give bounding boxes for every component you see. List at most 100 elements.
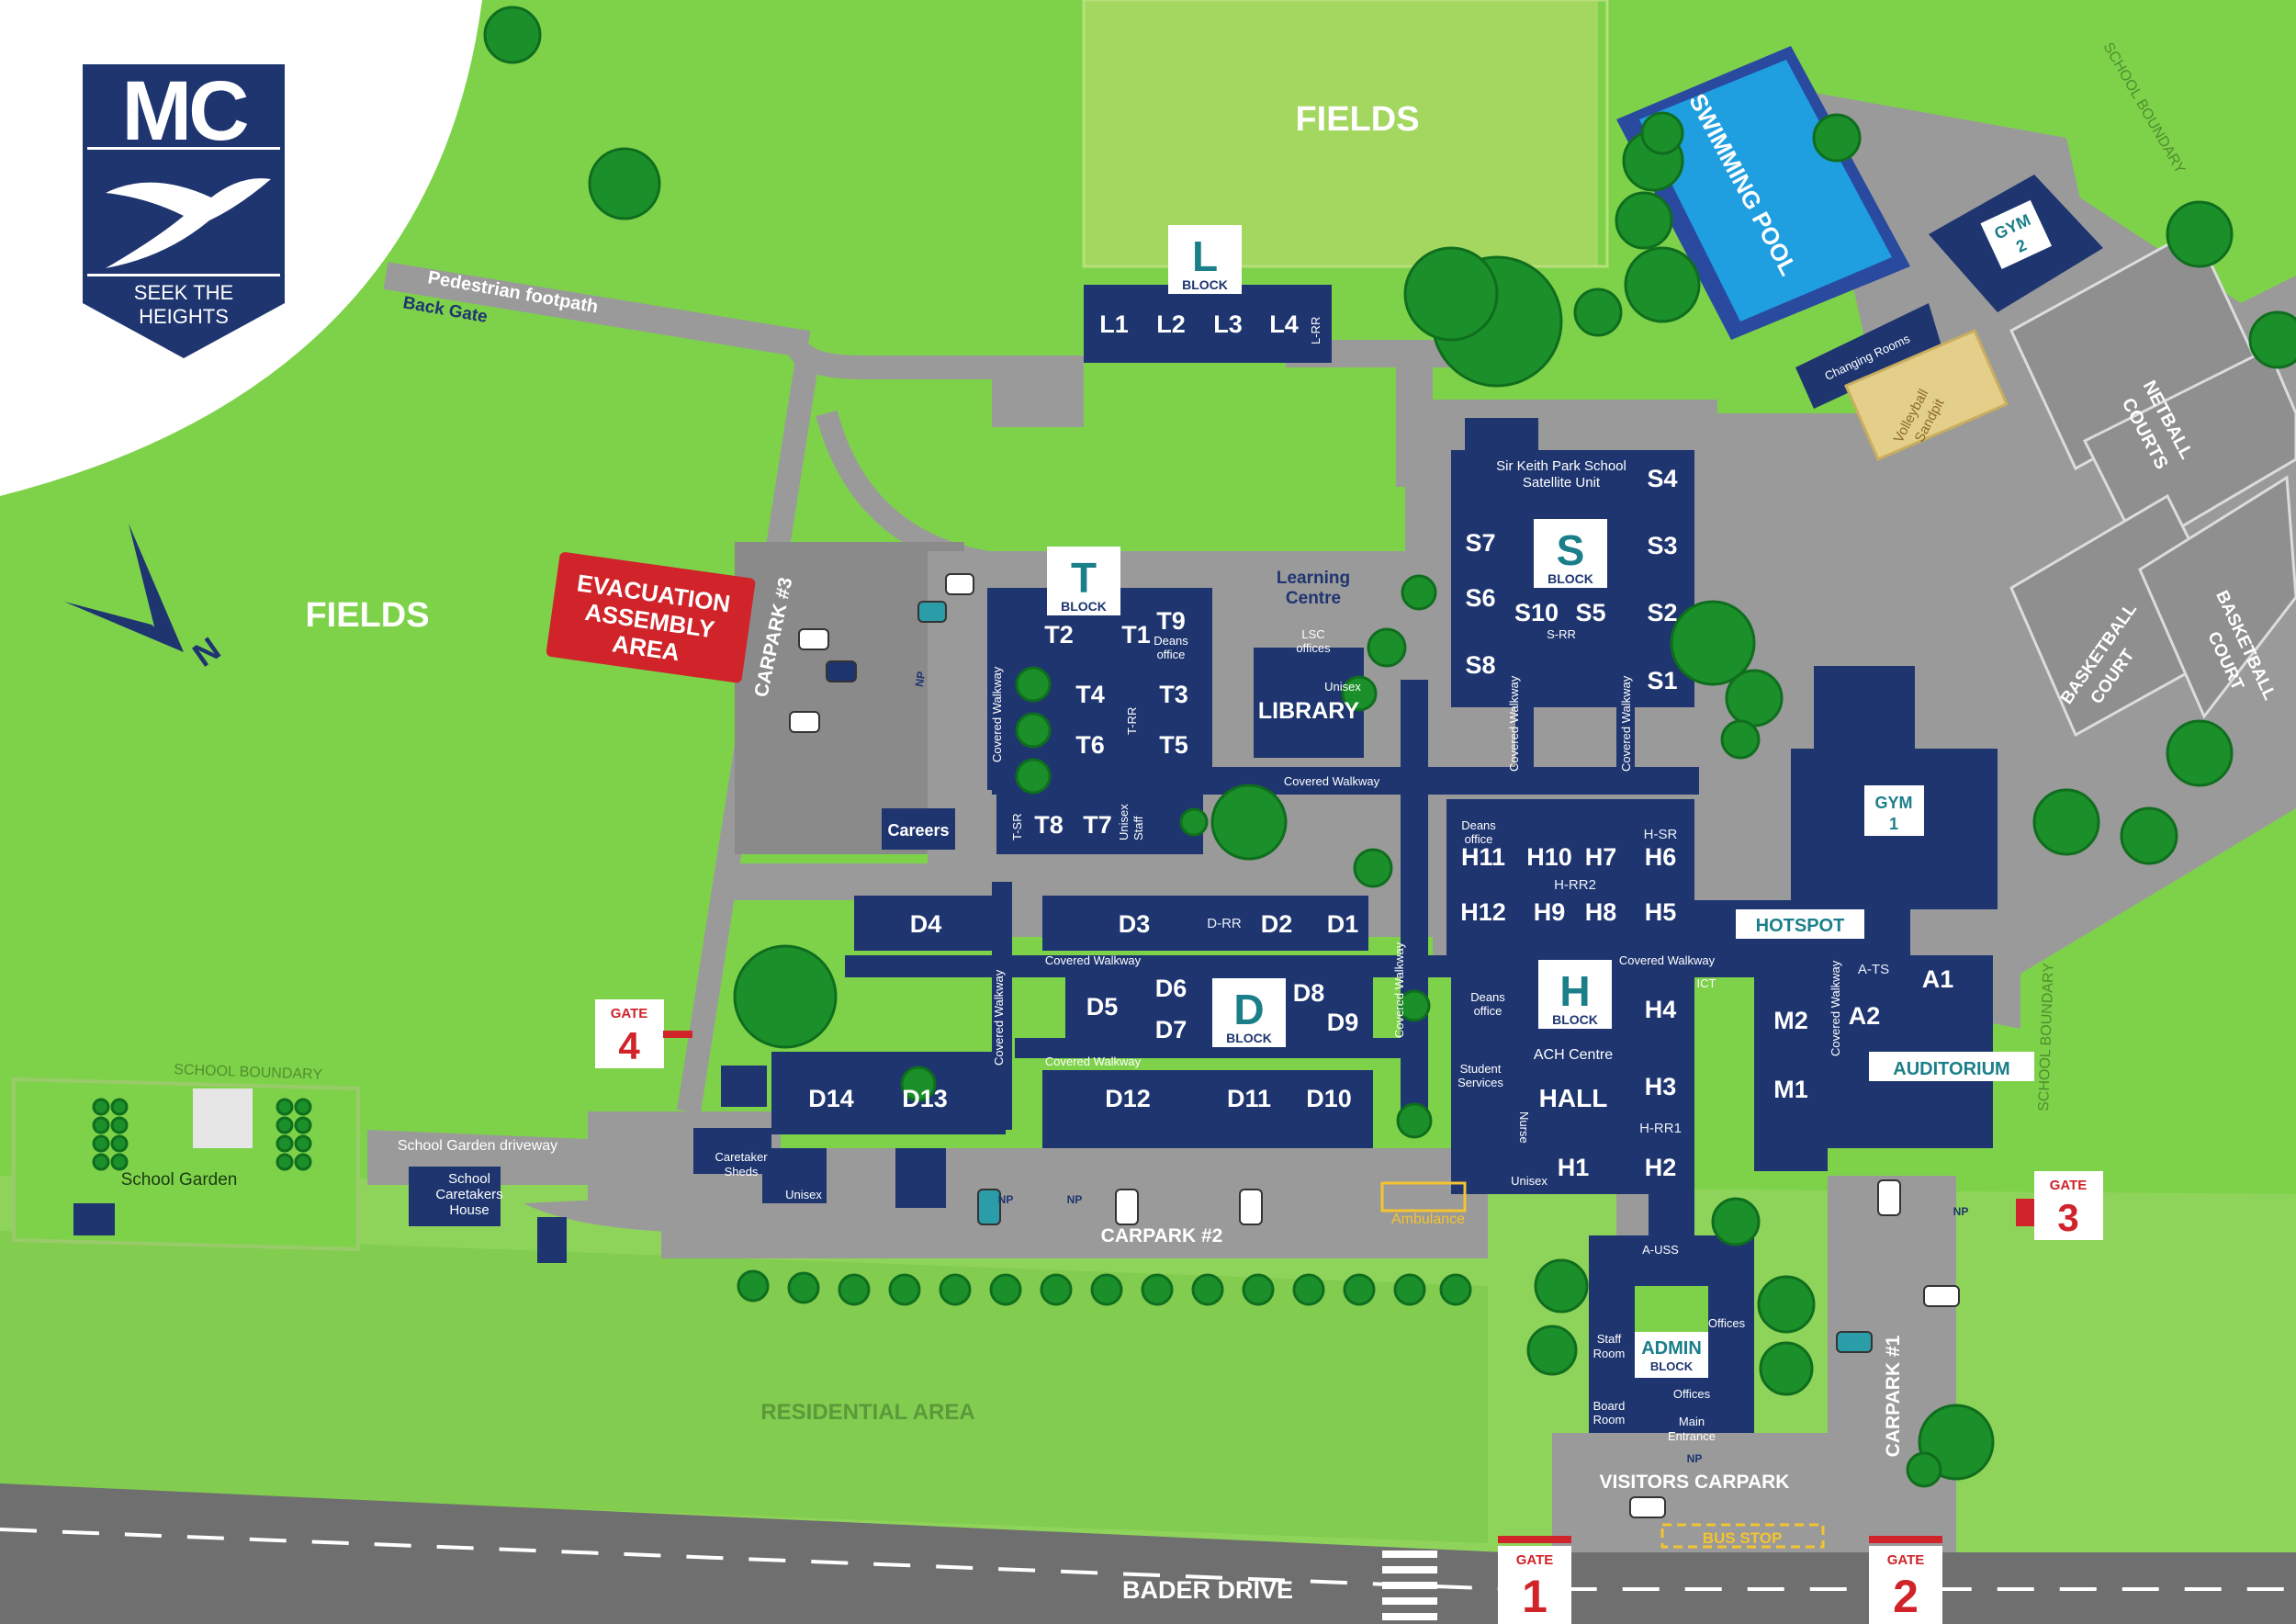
room-h4[interactable]: H4 bbox=[1645, 996, 1677, 1023]
h-block-building[interactable] bbox=[1446, 799, 1694, 955]
covered-walkway-h2: Covered Walkway bbox=[1392, 942, 1406, 1038]
sir-keith-park-1: Sir Keith Park School bbox=[1496, 458, 1626, 474]
h-block-badge[interactable]: H BLOCK bbox=[1538, 960, 1612, 1029]
caretakers-house-1: School bbox=[448, 1171, 490, 1187]
swimming-pool[interactable] bbox=[1616, 46, 1910, 340]
room-h9[interactable]: H9 bbox=[1534, 898, 1566, 926]
room-d1[interactable]: D1 bbox=[1327, 910, 1359, 938]
main-entrance-1[interactable]: Main bbox=[1679, 1415, 1705, 1428]
d-block-building[interactable] bbox=[854, 896, 1006, 951]
room-t8[interactable]: T8 bbox=[1034, 811, 1064, 839]
volleyball-sandpit[interactable] bbox=[1844, 329, 2009, 461]
room-d4[interactable]: D4 bbox=[910, 910, 942, 938]
staff-room-2: Room bbox=[1593, 1347, 1626, 1360]
room-d2[interactable]: D2 bbox=[1261, 910, 1293, 938]
caretakers-house-2: Caretakers bbox=[435, 1187, 502, 1202]
d-block-word: BLOCK bbox=[1226, 1031, 1272, 1045]
gate-3[interactable]: GATE 3 bbox=[2016, 1171, 2103, 1240]
room-t5[interactable]: T5 bbox=[1159, 731, 1188, 759]
fields-top[interactable] bbox=[1084, 0, 1598, 266]
room-d9[interactable]: D9 bbox=[1327, 1009, 1359, 1036]
room-s1[interactable]: S1 bbox=[1647, 667, 1677, 694]
s-block-badge[interactable]: S BLOCK bbox=[1534, 519, 1607, 588]
room-s2[interactable]: S2 bbox=[1647, 599, 1677, 626]
room-t6[interactable]: T6 bbox=[1075, 731, 1105, 759]
room-a2[interactable]: A2 bbox=[1849, 1002, 1881, 1030]
evacuation-assembly-area[interactable]: EVACUATION ASSEMBLY AREA bbox=[546, 551, 756, 683]
room-l2[interactable]: L2 bbox=[1156, 310, 1186, 338]
room-l1[interactable]: L1 bbox=[1099, 310, 1129, 338]
room-s4[interactable]: S4 bbox=[1647, 465, 1677, 492]
s-block-word: BLOCK bbox=[1548, 571, 1593, 586]
room-t3[interactable]: T3 bbox=[1159, 681, 1188, 708]
t-block-rooms: T2 T1 T9 Deans office T4 T3 T-RR T6 T5 T… bbox=[1010, 607, 1188, 840]
room-h7[interactable]: H7 bbox=[1585, 843, 1617, 871]
room-d11[interactable]: D11 bbox=[1227, 1085, 1271, 1112]
gate-4-number: 4 bbox=[618, 1024, 640, 1067]
room-h6[interactable]: H6 bbox=[1645, 843, 1677, 871]
room-s7[interactable]: S6 bbox=[1465, 584, 1495, 612]
room-m1[interactable]: M1 bbox=[1773, 1076, 1808, 1103]
logo-motto-1: SEEK THE bbox=[134, 281, 233, 304]
room-h12[interactable]: H12 bbox=[1460, 898, 1506, 926]
room-h2[interactable]: H2 bbox=[1645, 1154, 1677, 1181]
room-h3[interactable]: H3 bbox=[1645, 1073, 1677, 1100]
room-l3[interactable]: L3 bbox=[1213, 310, 1243, 338]
room-d3[interactable]: D3 bbox=[1119, 910, 1151, 938]
room-d8[interactable]: D8 bbox=[1293, 979, 1325, 1007]
hotspot-badge[interactable]: HOTSPOT bbox=[1736, 909, 1864, 939]
room-d6[interactable]: D6 bbox=[1155, 975, 1187, 1002]
admin-block-badge[interactable]: ADMIN BLOCK bbox=[1635, 1332, 1708, 1378]
room-d13[interactable]: D13 bbox=[902, 1085, 948, 1112]
room-l4[interactable]: L4 bbox=[1269, 310, 1299, 338]
room-d5[interactable]: D5 bbox=[1086, 993, 1119, 1021]
m-block-building[interactable] bbox=[1754, 960, 1828, 1171]
gate-1[interactable]: GATE 1 bbox=[1498, 1536, 1571, 1624]
gate-4-word: GATE bbox=[611, 1006, 648, 1021]
gate-2[interactable]: GATE 2 bbox=[1869, 1536, 1942, 1624]
ict-label: ICT bbox=[1697, 976, 1716, 990]
room-d14[interactable]: D14 bbox=[808, 1085, 854, 1112]
room-t4[interactable]: T4 bbox=[1075, 681, 1105, 708]
t-block-badge[interactable]: T BLOCK bbox=[1047, 547, 1120, 615]
auditorium-badge[interactable]: AUDITORIUM bbox=[1869, 1052, 2034, 1081]
room-t7[interactable]: T7 bbox=[1083, 811, 1112, 839]
gate-4[interactable]: GATE 4 bbox=[595, 999, 692, 1068]
s-restroom: S-RR bbox=[1547, 627, 1576, 641]
room-m2[interactable]: M2 bbox=[1773, 1007, 1808, 1034]
l-restroom: L-RR bbox=[1309, 317, 1322, 344]
room-h11[interactable]: H11 bbox=[1461, 843, 1505, 871]
room-h8[interactable]: H8 bbox=[1585, 898, 1617, 926]
room-d10[interactable]: D10 bbox=[1306, 1085, 1352, 1112]
d-block-badge[interactable]: D BLOCK bbox=[1212, 978, 1286, 1047]
room-t2[interactable]: T2 bbox=[1044, 621, 1074, 648]
school-logo[interactable]: MC SEEK THE HEIGHTS bbox=[83, 64, 285, 358]
room-h10[interactable]: H10 bbox=[1526, 843, 1572, 871]
room-s6[interactable]: S8 bbox=[1465, 651, 1495, 679]
a-ts: A-TS bbox=[1858, 962, 1889, 977]
staff-room-1: Staff bbox=[1597, 1332, 1622, 1346]
room-t9[interactable]: T9 bbox=[1156, 607, 1186, 635]
room-d12[interactable]: D12 bbox=[1105, 1085, 1151, 1112]
gym-2-badge[interactable]: GYM 2 bbox=[1980, 199, 2053, 270]
gym-1-badge[interactable]: GYM 1 bbox=[1864, 785, 1924, 836]
room-s10[interactable]: S10 bbox=[1514, 599, 1559, 626]
room-s8[interactable]: S7 bbox=[1465, 529, 1495, 557]
room-a1[interactable]: A1 bbox=[1922, 965, 1954, 993]
room-d7[interactable]: D7 bbox=[1155, 1016, 1187, 1043]
carpark-2-label: CARPARK #2 bbox=[1101, 1225, 1223, 1246]
room-s3[interactable]: S3 bbox=[1647, 532, 1677, 559]
room-t1[interactable]: T1 bbox=[1121, 621, 1151, 648]
hall-label[interactable]: HALL bbox=[1539, 1084, 1608, 1112]
room-h1[interactable]: H1 bbox=[1558, 1154, 1590, 1181]
s-block-rooms: Sir Keith Park School Satellite Unit S4 … bbox=[1465, 458, 1677, 694]
room-s5[interactable]: S5 bbox=[1575, 599, 1605, 626]
main-entrance-2[interactable]: Entrance bbox=[1668, 1429, 1716, 1443]
school-garden-driveway-label: School Garden driveway bbox=[398, 1138, 557, 1154]
school-boundary-left-label: SCHOOL BOUNDARY bbox=[174, 1062, 323, 1083]
visitors-carpark-label: VISITORS CARPARK bbox=[1600, 1472, 1790, 1493]
l-block-building[interactable] bbox=[1084, 285, 1332, 363]
room-h5[interactable]: H5 bbox=[1645, 898, 1677, 926]
sports-courts[interactable] bbox=[2009, 227, 2296, 738]
l-block-badge[interactable]: L BLOCK bbox=[1168, 225, 1242, 294]
